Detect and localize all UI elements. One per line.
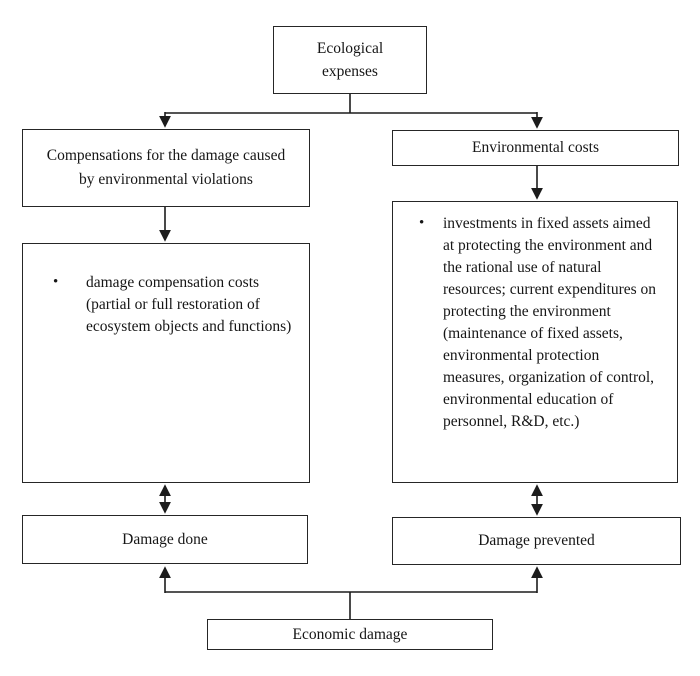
node-damage-compensation-detail: • damage compensation costs (partial or … <box>22 243 310 483</box>
node-environmental-costs: Environmental costs <box>392 130 679 166</box>
node-label: Damage done <box>122 530 208 548</box>
node-compensations: Compensations for the damage caused by e… <box>22 129 310 207</box>
bullet-text: damage compensation costs (partial or fu… <box>86 274 292 335</box>
bullet-icon: • <box>53 274 59 290</box>
node-economic-damage: Economic damage <box>207 619 493 650</box>
node-label: Damage prevented <box>478 532 595 550</box>
bullet-text: investments in fixed assets aimed at pro… <box>443 215 657 430</box>
node-damage-prevented: Damage prevented <box>392 517 681 565</box>
node-label: Environmental costs <box>472 139 599 157</box>
bullet-icon: • <box>419 215 425 231</box>
node-label: Economic damage <box>292 625 408 643</box>
node-damage-done: Damage done <box>22 515 308 564</box>
bullet-list-item: • investments in fixed assets aimed at p… <box>393 202 677 433</box>
node-label: Ecological expenses <box>316 39 384 80</box>
node-label: Compensations for the damage caused by e… <box>46 146 286 188</box>
node-ecological-expenses: Ecological expenses <box>273 26 427 94</box>
node-environmental-costs-detail: • investments in fixed assets aimed at p… <box>392 201 678 483</box>
bullet-list-item: • damage compensation costs (partial or … <box>23 244 309 338</box>
